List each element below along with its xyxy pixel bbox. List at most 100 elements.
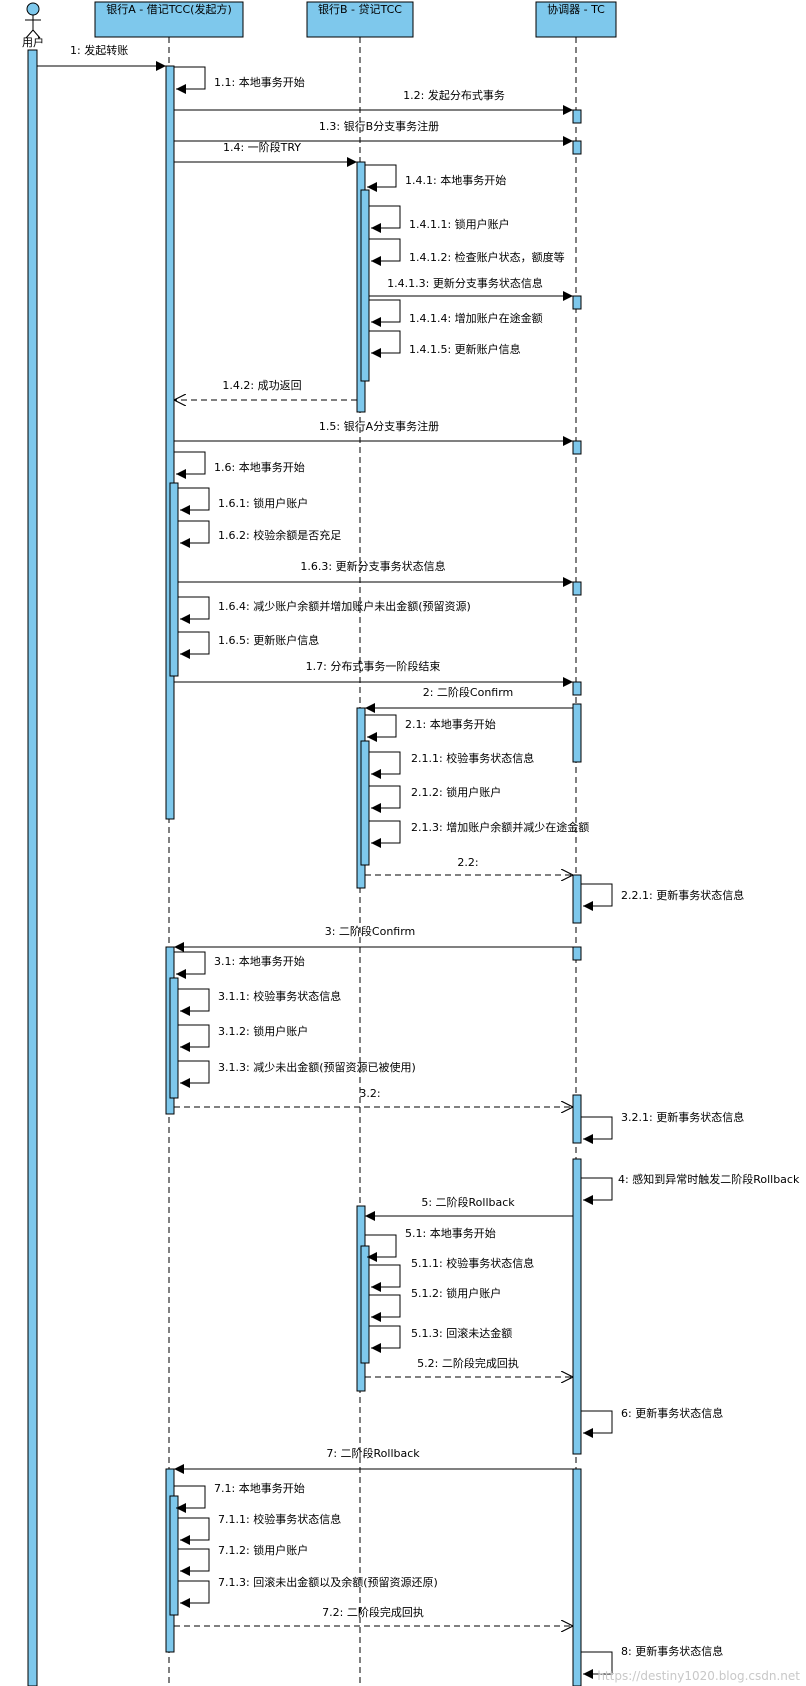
arrow-m7-1-2 <box>178 1548 210 1576</box>
label-m2-2: 2.2: <box>457 856 478 869</box>
label-m1-4-2: 1.4.2: 成功返回 <box>222 379 301 392</box>
arrow-m7-1 <box>174 1485 206 1513</box>
label-m3-1-2: 3.1.2: 锁用户账户 <box>218 1024 308 1038</box>
label-m7-1: 7.1: 本地事务开始 <box>214 1481 305 1495</box>
label-m1-6-1: 1.6.1: 锁用户账户 <box>218 496 308 510</box>
activation-bank-a-rollback-local <box>169 1495 179 1616</box>
label-m3-1: 3.1: 本地事务开始 <box>214 954 305 968</box>
label-m3-2-1: 3.2.1: 更新事务状态信息 <box>621 1110 744 1124</box>
label-m5-1-2: 5.1.2: 锁用户账户 <box>411 1286 501 1300</box>
arrow-m2-1-3 <box>369 820 401 848</box>
label-m2-1-1: 2.1.1: 校验事务状态信息 <box>411 751 534 765</box>
arrow-m1-4-1-4 <box>369 299 401 327</box>
label-m3-1-1: 3.1.1: 校验事务状态信息 <box>218 989 341 1003</box>
label-m1: 1: 发起转账 <box>70 43 128 57</box>
user-actor: 用户 <box>22 2 44 49</box>
activation-bars <box>27 49 582 1686</box>
arrow-m1-4-1 <box>365 164 397 192</box>
arrow-m7-1-3 <box>178 1580 210 1608</box>
activation-tc-1 <box>572 109 582 124</box>
activation-tc-rollback-2 <box>572 1468 582 1686</box>
message-arrows <box>37 61 613 1679</box>
arrow-m5-1 <box>365 1234 397 1262</box>
label-m2: 2: 二阶段Confirm <box>423 685 514 699</box>
arrow-m1-6-2 <box>178 520 210 548</box>
label-m1-4-1-2: 1.4.1.2: 检查账户状态，额度等 <box>409 250 565 264</box>
arrow-m4 <box>581 1177 613 1205</box>
label-m1-4-1-5: 1.4.1.5: 更新账户信息 <box>409 342 521 356</box>
label-m1-4-1-3: 1.4.1.3: 更新分支事务状态信息 <box>387 276 543 290</box>
message-labels: 1: 发起转账 1.1: 本地事务开始 1.2: 发起分布式事务 1.3: 银行B分支… <box>70 43 800 1658</box>
arrow-m1-4-1-1 <box>369 205 401 233</box>
actor-right-leg <box>32 29 41 39</box>
lifeline-header-bank-a: 银行A - 借记TCC(发起方) <box>94 1 244 38</box>
arrow-m2-1-1 <box>369 751 401 779</box>
lifeline-header-bank-b: 银行B - 贷记TCC <box>306 1 414 38</box>
arrow-m1-6 <box>174 451 206 479</box>
arrow-m3-1-2 <box>178 1024 210 1052</box>
watermark: https://destiny1020.blog.csdn.net <box>597 1669 800 1683</box>
label-m1-6: 1.6: 本地事务开始 <box>214 460 305 474</box>
activation-tc-7 <box>572 946 582 961</box>
label-m1-1: 1.1: 本地事务开始 <box>214 75 305 89</box>
activation-tc-2-2 <box>572 874 582 924</box>
label-m3: 3: 二阶段Confirm <box>325 924 416 938</box>
activation-tc-confirm <box>572 703 582 763</box>
label-m7-1-2: 7.1.2: 锁用户账户 <box>218 1543 308 1557</box>
activation-user <box>27 49 38 1686</box>
arrow-m1-6-4 <box>178 596 210 624</box>
label-m1-6-3: 1.6.3: 更新分支事务状态信息 <box>300 559 445 573</box>
arrow-m1-4-1-2 <box>369 238 401 266</box>
arrow-m3-1-1 <box>178 988 210 1016</box>
label-m2-1-2: 2.1.2: 锁用户账户 <box>411 785 501 799</box>
label-m5-2: 5.2: 二阶段完成回执 <box>417 1356 519 1370</box>
activation-bank-b-confirm-local <box>360 740 370 866</box>
label-m4: 4: 感知到异常时触发二阶段Rollback <box>618 1172 800 1186</box>
activation-tc-3 <box>572 295 582 310</box>
arrow-m1-4-1-5 <box>369 330 401 358</box>
actor-left-leg <box>25 29 34 39</box>
arrow-m1-1 <box>174 66 206 94</box>
activation-tc-rollback <box>572 1158 582 1455</box>
lifeline-title-bank-b: 银行B - 贷记TCC <box>318 2 402 16</box>
label-m3-2: 3.2: <box>359 1087 380 1100</box>
arrow-m1-6-1 <box>178 487 210 515</box>
activation-bank-b-try-local <box>360 189 370 382</box>
arrow-m2-1 <box>365 714 397 742</box>
label-m5: 5: 二阶段Rollback <box>421 1195 515 1209</box>
label-m2-2-1: 2.2.1: 更新事务状态信息 <box>621 888 744 902</box>
label-m5-1-3: 5.1.3: 回滚未达金额 <box>411 1326 512 1340</box>
label-m7-1-3: 7.1.3: 回滚未出金额以及余额(预留资源还原) <box>218 1575 438 1589</box>
arrow-m8 <box>581 1651 613 1679</box>
activation-tc-2 <box>572 140 582 155</box>
label-m7-2: 7.2: 二阶段完成回执 <box>322 1605 424 1619</box>
label-m1-6-4: 1.6.4: 减少账户余额并增加账户未出金额(预留资源) <box>218 599 471 613</box>
arrow-m2-1-2 <box>369 785 401 813</box>
activation-tc-3-2 <box>572 1094 582 1144</box>
lifeline-header-tc: 协调器 - TC <box>535 1 617 38</box>
activation-tc-5 <box>572 581 582 596</box>
label-m1-7: 1.7: 分布式事务一阶段结束 <box>306 659 441 673</box>
arrow-m5-1-3 <box>369 1325 401 1353</box>
lifeline-title-tc: 协调器 - TC <box>547 2 605 16</box>
label-m1-6-2: 1.6.2: 校验余额是否充足 <box>218 528 341 542</box>
label-m1-2: 1.2: 发起分布式事务 <box>403 88 505 102</box>
arrow-m3-1 <box>174 951 206 979</box>
label-m5-1: 5.1: 本地事务开始 <box>405 1226 496 1240</box>
label-m8: 8: 更新事务状态信息 <box>621 1644 723 1658</box>
label-m1-4-1: 1.4.1: 本地事务开始 <box>405 173 506 187</box>
label-m7: 7: 二阶段Rollback <box>326 1446 420 1460</box>
label-m2-1: 2.1: 本地事务开始 <box>405 717 496 731</box>
label-m5-1-1: 5.1.1: 校验事务状态信息 <box>411 1256 534 1270</box>
arrow-m1-6-5 <box>178 631 210 659</box>
activation-tc-4 <box>572 440 582 455</box>
label-m7-1-1: 7.1.1: 校验事务状态信息 <box>218 1512 341 1526</box>
activation-bank-a-confirm-local <box>169 977 179 1099</box>
actor-label: 用户 <box>22 35 44 49</box>
label-m1-6-5: 1.6.5: 更新账户信息 <box>218 633 319 647</box>
lifeline-title-bank-a: 银行A - 借记TCC(发起方) <box>106 2 232 16</box>
label-m1-5: 1.5: 银行A分支事务注册 <box>319 419 439 433</box>
label-m1-3: 1.3: 银行B分支事务注册 <box>319 119 439 133</box>
